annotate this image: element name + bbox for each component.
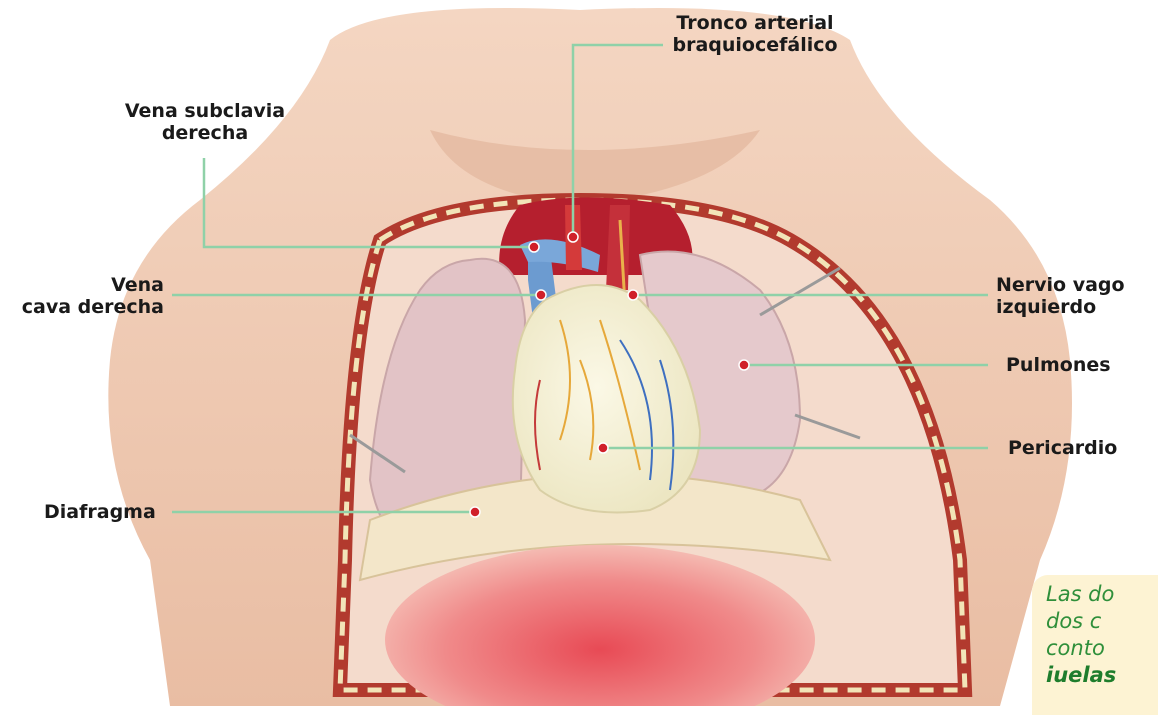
label-tronco-line1: Tronco arterial bbox=[650, 12, 860, 34]
marker-diafragma bbox=[470, 507, 480, 517]
label-nervio-vago: Nervio vago izquierdo bbox=[996, 274, 1156, 318]
label-pericardio: Pericardio bbox=[1008, 437, 1117, 459]
side-note-text: Las do dos c conto iuelas bbox=[1046, 581, 1116, 689]
label-tronco-arterial: Tronco arterial braquiocefálico bbox=[650, 12, 860, 56]
note-line-4: iuelas bbox=[1046, 662, 1116, 689]
note-line-3: conto bbox=[1046, 635, 1116, 662]
note-line-2: dos c bbox=[1046, 608, 1116, 635]
label-vena-cava-line1: Vena bbox=[20, 274, 164, 296]
label-vena-cava: Vena cava derecha bbox=[20, 274, 164, 318]
label-vena-subclavia: Vena subclavia derecha bbox=[105, 100, 305, 144]
marker-vena-cava bbox=[536, 290, 546, 300]
label-pericardio-text: Pericardio bbox=[1008, 437, 1117, 459]
label-vena-cava-line2: cava derecha bbox=[20, 296, 164, 318]
marker-pulmones bbox=[739, 360, 749, 370]
label-nervio-vago-line1: Nervio vago bbox=[996, 274, 1156, 296]
label-diafragma: Diafragma bbox=[44, 501, 156, 523]
label-pulmones: Pulmones bbox=[1006, 354, 1111, 376]
marker-vena-subclavia bbox=[529, 242, 539, 252]
label-vena-subclavia-line1: Vena subclavia bbox=[105, 100, 305, 122]
aorta-branch bbox=[606, 205, 630, 290]
label-diafragma-text: Diafragma bbox=[44, 501, 156, 523]
label-nervio-vago-line2: izquierdo bbox=[996, 296, 1156, 318]
note-line-1: Las do bbox=[1046, 581, 1116, 608]
side-note-box: Las do dos c conto iuelas bbox=[1032, 575, 1158, 715]
label-vena-subclavia-line2: derecha bbox=[105, 122, 305, 144]
marker-nervio-vago bbox=[628, 290, 638, 300]
label-pulmones-text: Pulmones bbox=[1006, 354, 1111, 376]
marker-tronco bbox=[568, 232, 578, 242]
marker-pericardio bbox=[598, 443, 608, 453]
label-tronco-line2: braquiocefálico bbox=[650, 34, 860, 56]
